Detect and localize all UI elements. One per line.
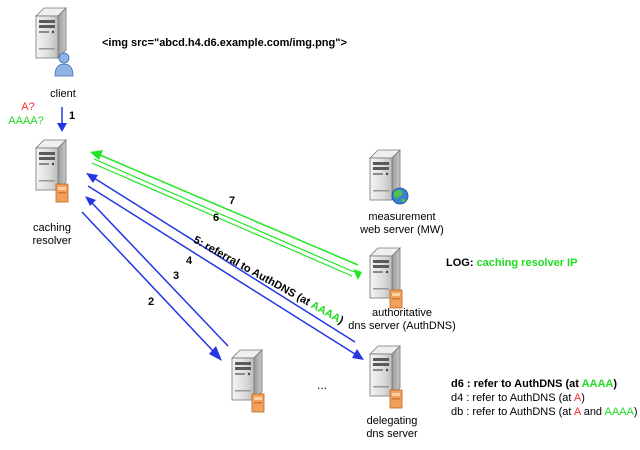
log-value: caching resolver IP [476, 257, 578, 269]
delegating-label: delegating dns server [352, 415, 432, 441]
delegating-label-line1: delegating [366, 415, 418, 427]
log-label: LOG: [446, 257, 474, 269]
legend-d6-prefix: d6 : refer to AuthDNS (at [451, 378, 582, 390]
legend-d6-suffix: ) [613, 378, 618, 390]
legend-db-a: A [573, 406, 581, 418]
arrow-step-2 [81, 211, 222, 361]
caching-resolver-label-line1: caching [33, 222, 71, 234]
legend: d6 : refer to AuthDNS (at AAAA) d4 : ref… [451, 377, 638, 419]
log-note: LOG: caching resolver IP [446, 257, 577, 269]
dns-server-icon [231, 349, 263, 401]
img-tag-snippet: <img src="abcd.h4.d6.example.com/img.png… [102, 37, 347, 49]
step-7-label: 7 [229, 195, 236, 207]
caching-resolver-server-icon [35, 139, 67, 191]
legend-db-suffix: ) [633, 406, 638, 418]
mw-label-line1: measurement [368, 211, 436, 223]
arrow-step-4 [87, 185, 364, 360]
legend-d4-highlight: A [573, 392, 582, 404]
globe-icon [391, 187, 409, 205]
caching-resolver-label: caching resolver [22, 222, 82, 248]
dns-server-drive-icon [251, 393, 265, 413]
arrow-step-7 [90, 150, 359, 266]
legend-db: db : refer to AuthDNS (at A and AAAA) [451, 405, 638, 419]
authdns-label: authoritative dns server (AuthDNS) [346, 307, 458, 333]
authdns-label-line2: dns server (AuthDNS) [348, 320, 456, 332]
mw-label: measurement web server (MW) [352, 211, 452, 237]
legend-db-prefix: db : refer to AuthDNS (at [451, 406, 574, 418]
user-icon [54, 52, 74, 77]
caching-resolver-drive-icon [55, 183, 69, 203]
query-aaaa: AAAA? [6, 115, 46, 128]
ellipsis: ... [317, 378, 328, 392]
step-3-label: 3 [173, 270, 180, 282]
legend-d4-suffix: ) [581, 392, 585, 404]
step-1-label: 1 [69, 110, 76, 122]
legend-d4-prefix: d4 : refer to AuthDNS (at [451, 392, 574, 404]
legend-d6: d6 : refer to AuthDNS (at AAAA) [451, 377, 638, 391]
delegating-label-line2: dns server [366, 428, 418, 440]
query-a-text: A? [21, 101, 35, 113]
arrow-step-1 [57, 107, 67, 132]
mw-label-line2: web server (MW) [360, 224, 444, 236]
query-aaaa-text: AAAA? [8, 115, 44, 127]
legend-db-aaaa: AAAA [604, 406, 634, 418]
delegating-drive-icon [389, 389, 403, 409]
authdns-drive-icon [389, 289, 403, 309]
step-4-label: 4 [186, 255, 193, 267]
legend-db-and: and [580, 406, 605, 418]
arrow-step-6 [91, 158, 362, 280]
client-server-icon [35, 7, 67, 59]
legend-d4: d4 : refer to AuthDNS (at A) [451, 391, 638, 405]
arrow-step-3 [85, 196, 229, 347]
step-6-label: 6 [213, 212, 220, 224]
query-a: A? [16, 101, 40, 114]
authdns-label-line1: authoritative [372, 307, 432, 319]
legend-d6-highlight: AAAA [581, 378, 614, 390]
step-2-label: 2 [148, 296, 155, 308]
arrow-step-5 [86, 173, 356, 343]
delegating-server-icon [369, 345, 401, 397]
caching-resolver-label-line2: resolver [32, 235, 72, 247]
client-label: client [50, 88, 76, 100]
